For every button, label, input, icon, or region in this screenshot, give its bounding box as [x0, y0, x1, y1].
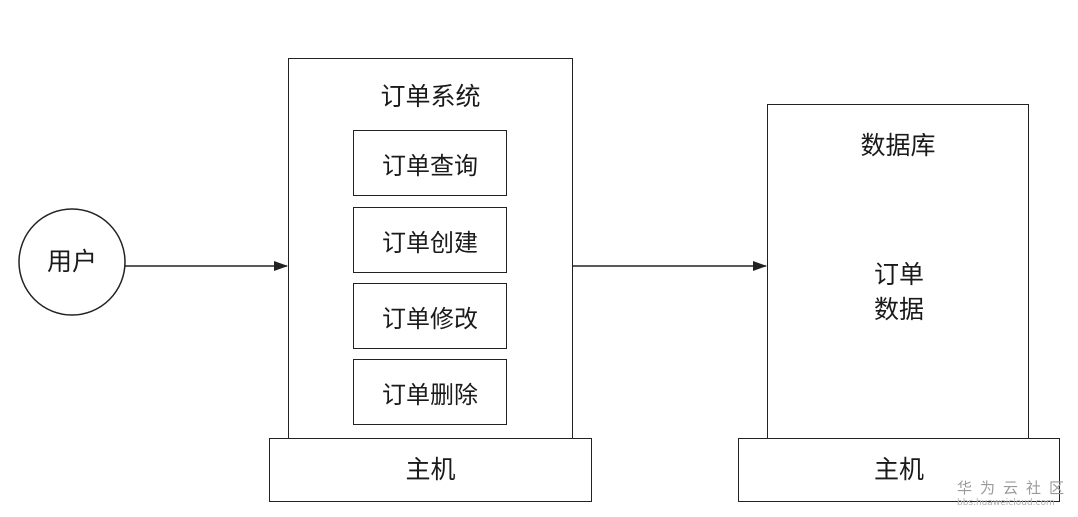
database-server	[767, 104, 1029, 440]
function-order-delete: 订单删除	[353, 359, 507, 425]
function-order-create: 订单创建	[353, 207, 507, 273]
database-host	[738, 438, 1060, 502]
database-title: 数据库	[860, 131, 936, 160]
user-label: 用户	[46, 247, 97, 276]
database-host-label: 主机	[873, 455, 924, 484]
user-circle	[18, 208, 126, 316]
watermark-brand: 华为云社区	[957, 479, 1073, 497]
function-order-modify: 订单修改	[353, 283, 507, 349]
order-system-host	[269, 438, 592, 502]
order-data-label-line2: 数据	[873, 295, 924, 324]
order-system-title: 订单系统	[380, 82, 481, 111]
watermark-url: bbs.huaweicloud.com	[957, 498, 1055, 508]
order-system-host-label: 主机	[405, 455, 456, 484]
function-order-query: 订单查询	[353, 130, 507, 196]
order-data-label-line1: 订单	[873, 260, 924, 289]
